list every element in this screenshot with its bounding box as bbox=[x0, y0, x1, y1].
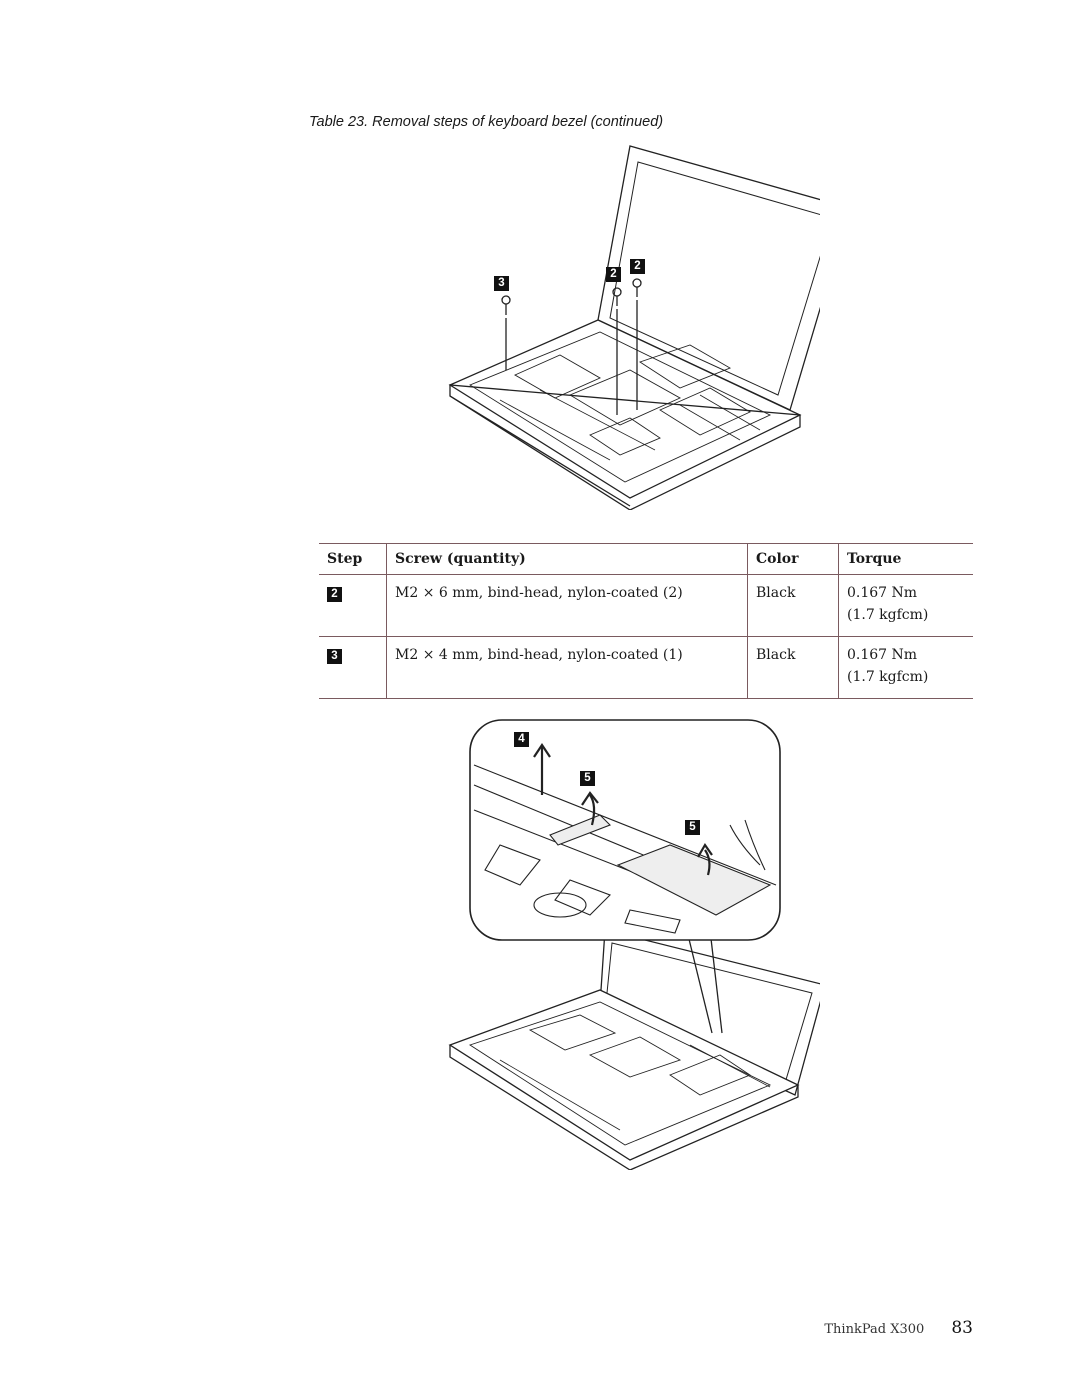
torque-kgfcm: (1.7 kgfcm) bbox=[847, 669, 929, 685]
column-header-step: Step bbox=[319, 543, 387, 575]
color-cell: Black bbox=[747, 574, 839, 637]
screw-spec-table: Step Screw (quantity) Color Torque 2 M2 … bbox=[319, 543, 973, 699]
page-number: 83 bbox=[951, 1318, 973, 1338]
cable-removal-figure: 4 5 5 bbox=[440, 715, 826, 1171]
table-row: 3 M2 × 4 mm, bind-head, nylon-coated (1)… bbox=[319, 636, 973, 699]
screw-cell: M2 × 6 mm, bind-head, nylon-coated (2) bbox=[386, 574, 748, 637]
product-name: ThinkPad X300 bbox=[824, 1322, 925, 1337]
column-header-screw: Screw (quantity) bbox=[386, 543, 748, 575]
column-header-torque: Torque bbox=[838, 543, 973, 575]
column-header-color: Color bbox=[747, 543, 839, 575]
page-footer: ThinkPad X300 83 bbox=[824, 1318, 973, 1338]
step-badge: 3 bbox=[327, 649, 342, 664]
step-badge: 2 bbox=[327, 587, 342, 602]
callout-5-badge: 5 bbox=[580, 771, 595, 786]
color-cell: Black bbox=[747, 636, 839, 699]
callout-2-badge: 2 bbox=[630, 259, 645, 274]
torque-nm: 0.167 Nm bbox=[847, 585, 918, 601]
laptop-screws-figure: 3 2 2 bbox=[440, 140, 851, 511]
torque-kgfcm: (1.7 kgfcm) bbox=[847, 607, 929, 623]
screw-cell: M2 × 4 mm, bind-head, nylon-coated (1) bbox=[386, 636, 748, 699]
callout-3-badge: 3 bbox=[494, 276, 509, 291]
callout-5-badge: 5 bbox=[685, 820, 700, 835]
table-row: 2 M2 × 6 mm, bind-head, nylon-coated (2)… bbox=[319, 574, 973, 637]
callout-4-badge: 4 bbox=[514, 732, 529, 747]
torque-nm: 0.167 Nm bbox=[847, 647, 918, 663]
torque-cell: 0.167 Nm (1.7 kgfcm) bbox=[838, 574, 973, 637]
callout-2-badge: 2 bbox=[606, 267, 621, 282]
table-caption: Table 23. Removal steps of keyboard beze… bbox=[309, 114, 664, 130]
torque-cell: 0.167 Nm (1.7 kgfcm) bbox=[838, 636, 973, 699]
